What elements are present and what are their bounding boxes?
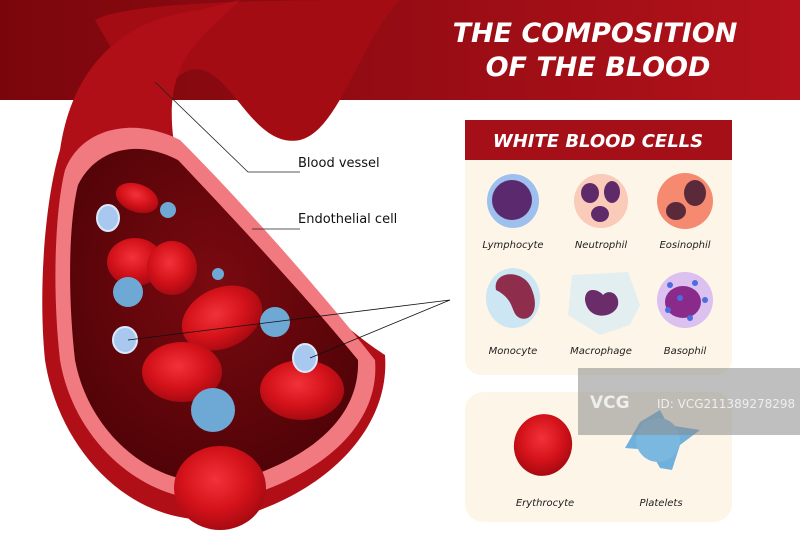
watermark-brand: VCG xyxy=(590,393,630,413)
eosinophil-label: Eosinophil xyxy=(659,240,710,251)
red-blood-cell xyxy=(260,360,344,420)
blood-vessel-leader-line xyxy=(154,81,300,173)
watermark-id: ID: VCG211389278298 xyxy=(657,397,795,411)
white-cells-in-vessel xyxy=(96,202,318,432)
platelet xyxy=(160,202,176,218)
title-line-2: OF THE BLOOD xyxy=(486,52,711,83)
neutrophil-illustration xyxy=(574,174,628,228)
monocyte-label: Monocyte xyxy=(489,346,538,357)
monocyte-illustration xyxy=(486,268,540,328)
blood-vessel-label: Blood vessel xyxy=(298,156,380,171)
lymphocyte-label: Lymphocyte xyxy=(482,240,543,251)
endothelial-cell-label: Endothelial cell xyxy=(298,212,397,227)
platelet xyxy=(191,388,235,432)
erythrocyte-illustration xyxy=(513,414,573,476)
eosinophil-illustration xyxy=(657,173,713,229)
watermark-box xyxy=(578,368,800,435)
erythrocyte-label: Erythrocyte xyxy=(516,498,574,509)
red-blood-cell xyxy=(147,241,197,295)
wbc-heading: WHITE BLOOD CELLS xyxy=(493,131,703,152)
red-blood-cell xyxy=(115,182,159,214)
lymphocyte xyxy=(292,343,318,373)
white-cell-leader-lines xyxy=(127,299,451,359)
macrophage-label: Macrophage xyxy=(570,346,632,357)
red-blood-cells xyxy=(107,182,344,530)
lymphocyte xyxy=(112,326,138,354)
macrophage-illustration xyxy=(568,272,640,335)
platelets-label: Platelets xyxy=(639,498,682,509)
neutrophil-label: Neutrophil xyxy=(575,240,628,251)
lymphocyte-illustration xyxy=(487,174,539,228)
title-line-1: THE COMPOSITION xyxy=(453,18,738,49)
red-blood-cell xyxy=(181,285,263,351)
basophil-label: Basophil xyxy=(664,346,707,357)
red-blood-cell xyxy=(142,342,222,402)
red-blood-cell xyxy=(174,446,266,530)
platelet xyxy=(212,268,224,280)
platelet xyxy=(113,277,143,307)
basophil-illustration xyxy=(657,272,713,328)
wbc-heading-bar xyxy=(465,120,732,160)
lymphocyte xyxy=(96,204,120,232)
